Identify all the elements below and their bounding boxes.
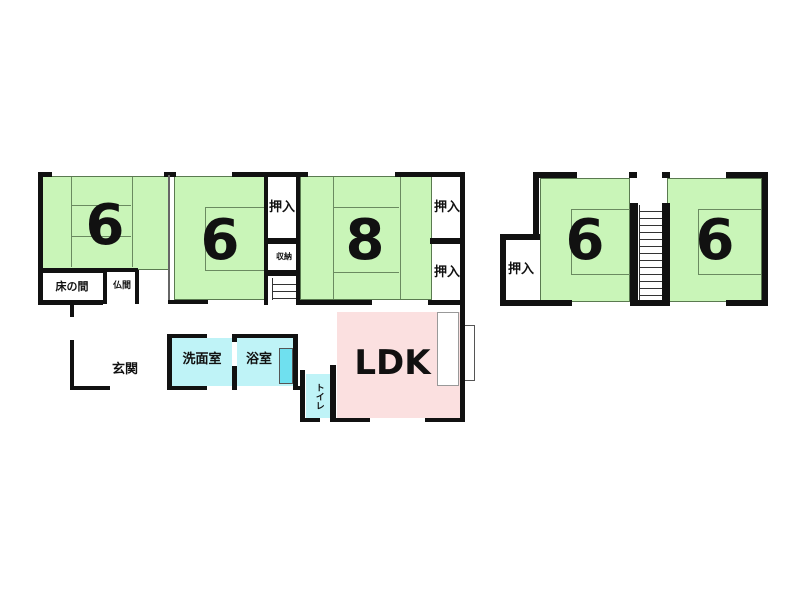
toilet-label: トイレ [313, 382, 324, 410]
wall [662, 172, 670, 178]
oshiire-label: 押入 [433, 200, 460, 216]
wall [395, 172, 465, 177]
wall [500, 234, 506, 306]
stairs [639, 205, 663, 302]
room-size-label: 8 [345, 207, 385, 273]
room-size-label: 6 [565, 207, 605, 273]
wall [300, 300, 372, 305]
wall [300, 370, 305, 422]
wall [70, 340, 74, 390]
wall [630, 300, 670, 306]
wall [232, 334, 298, 338]
tatami-line [333, 177, 401, 299]
wall [533, 172, 539, 238]
tatami-line [698, 209, 761, 275]
tatami-line [205, 207, 266, 271]
wall [232, 334, 237, 342]
tatami-room-8 [300, 176, 432, 300]
wall [167, 386, 207, 390]
wall [168, 175, 170, 300]
washroom [172, 338, 232, 386]
bathroom [237, 338, 293, 386]
room-size-label: 6 [200, 207, 240, 273]
wall [264, 238, 300, 244]
room-size-label: 6 [85, 192, 125, 258]
tatami-line [333, 207, 399, 273]
tatami-room-6a [40, 176, 170, 270]
ldk-room [337, 312, 461, 418]
wall [264, 270, 300, 276]
tokonoma-label: 床の間 [55, 280, 89, 294]
wall [430, 238, 463, 244]
oshiire-label: 押入 [268, 200, 295, 216]
wall [500, 234, 540, 240]
butsuma-label: 仏間 [112, 281, 131, 292]
wall [38, 172, 52, 177]
wall [533, 172, 577, 178]
stairs [272, 278, 298, 300]
ldk-label: LDK [354, 343, 431, 383]
wall [232, 172, 308, 177]
room-size-label: 6 [695, 207, 735, 273]
oshiire-label: 押入 [507, 262, 534, 278]
wall [168, 300, 208, 304]
wall [103, 270, 107, 304]
wall [428, 300, 465, 305]
wall [330, 418, 370, 422]
tatami-room-6d [667, 178, 762, 302]
tatami-line [71, 205, 131, 237]
oshiire-closet [506, 240, 536, 300]
wall [726, 172, 768, 178]
wall [500, 300, 572, 306]
wall [630, 203, 638, 306]
wall [38, 300, 103, 305]
wall [293, 334, 298, 390]
washroom-label: 洗面室 [182, 352, 222, 368]
wall [629, 172, 637, 178]
butsuma [108, 272, 136, 302]
tatami-line [71, 177, 133, 267]
storage [272, 246, 296, 268]
wall [38, 172, 43, 304]
wall [662, 203, 670, 306]
tatami-room-6c [540, 178, 632, 302]
toilet [306, 374, 330, 418]
wall [300, 418, 320, 422]
wall [762, 172, 768, 306]
wall [726, 300, 768, 306]
oshiire-closet [433, 178, 461, 238]
wall [167, 334, 207, 338]
wall [232, 366, 237, 390]
storage-label: 収納 [276, 251, 292, 261]
oshiire-label: 押入 [433, 264, 460, 280]
wall [135, 270, 139, 304]
wall [330, 365, 336, 422]
tatami-line [571, 209, 632, 275]
oshiire-closet [433, 245, 461, 300]
wall [164, 172, 176, 177]
wall [460, 172, 465, 422]
wall [70, 386, 110, 390]
wall [38, 268, 138, 272]
oshiire-closet [268, 178, 296, 238]
wall [167, 334, 172, 390]
genkan-label: 玄関 [111, 362, 138, 378]
bathroom-label: 浴室 [245, 352, 272, 368]
wall [425, 418, 465, 422]
wall [70, 305, 74, 317]
